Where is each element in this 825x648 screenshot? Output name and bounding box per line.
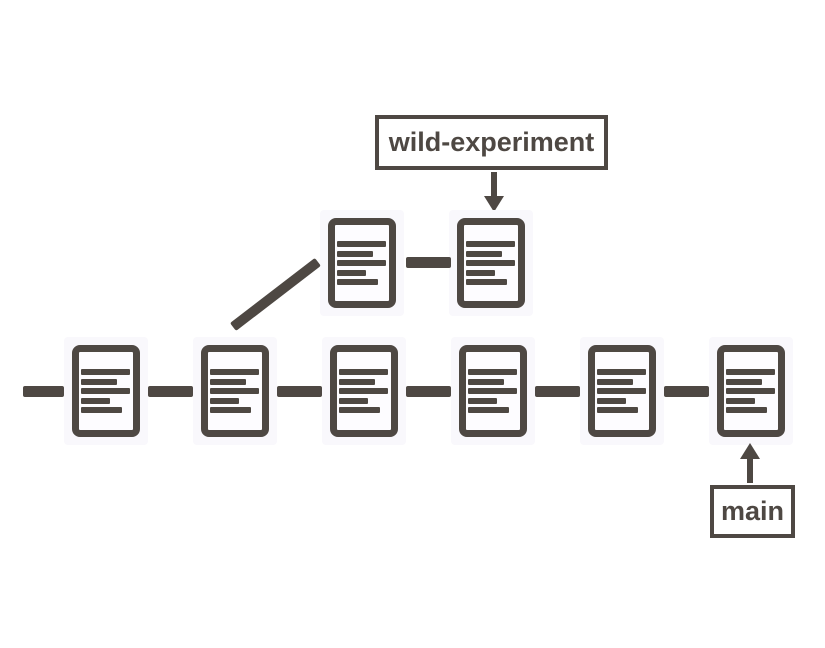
doc-line (726, 388, 775, 394)
doc-line (726, 378, 762, 385)
commit-node (709, 337, 793, 445)
commit-node (320, 210, 404, 316)
commit-edge (535, 386, 580, 397)
document-icon (328, 218, 396, 308)
doc-line (81, 388, 130, 394)
doc-line (81, 369, 130, 375)
doc-line (466, 241, 515, 247)
doc-line (726, 369, 775, 375)
arrow-down-icon (484, 172, 504, 212)
commit-edge (406, 386, 451, 397)
doc-line (597, 378, 633, 385)
doc-line (726, 407, 767, 413)
doc-line (597, 369, 646, 375)
doc-line (466, 269, 495, 276)
commit-node (449, 210, 533, 316)
doc-line (466, 250, 502, 257)
doc-line (597, 388, 646, 394)
doc-line (468, 369, 517, 375)
doc-line (468, 407, 509, 413)
doc-line (339, 407, 380, 413)
doc-line (210, 397, 239, 404)
commit-edge (148, 386, 193, 397)
document-icon (201, 345, 269, 437)
doc-line (81, 378, 117, 385)
document-icon (717, 345, 785, 437)
document-icon (588, 345, 656, 437)
commit-node (193, 337, 277, 445)
doc-line (337, 279, 378, 285)
doc-line (726, 397, 755, 404)
commit-node (64, 337, 148, 445)
doc-line (81, 407, 122, 413)
doc-line (468, 388, 517, 394)
document-icon (457, 218, 525, 308)
doc-line (339, 397, 368, 404)
branch-fork-edge (229, 257, 321, 331)
commit-edge (23, 386, 64, 397)
doc-line (210, 378, 246, 385)
doc-line (597, 397, 626, 404)
doc-line (337, 260, 386, 266)
doc-line (466, 279, 507, 285)
doc-line (339, 388, 388, 394)
main-label: main (710, 485, 795, 538)
document-icon (72, 345, 140, 437)
doc-line (466, 260, 515, 266)
doc-line (81, 397, 110, 404)
commit-edge (277, 386, 322, 397)
doc-line (210, 407, 251, 413)
commit-node (322, 337, 406, 445)
commit-edge (406, 257, 451, 268)
commit-node (580, 337, 664, 445)
doc-line (210, 369, 259, 375)
document-icon (459, 345, 527, 437)
doc-line (468, 378, 504, 385)
document-icon (330, 345, 398, 437)
doc-line (339, 378, 375, 385)
doc-line (337, 241, 386, 247)
commit-edge (664, 386, 709, 397)
arrow-up-icon (740, 443, 760, 483)
doc-line (468, 397, 497, 404)
branch-label-wild-experiment: wild-experiment (375, 115, 608, 170)
doc-line (339, 369, 388, 375)
doc-line (337, 250, 373, 257)
doc-line (597, 407, 638, 413)
doc-line (337, 269, 366, 276)
doc-line (210, 388, 259, 394)
commit-node (451, 337, 535, 445)
